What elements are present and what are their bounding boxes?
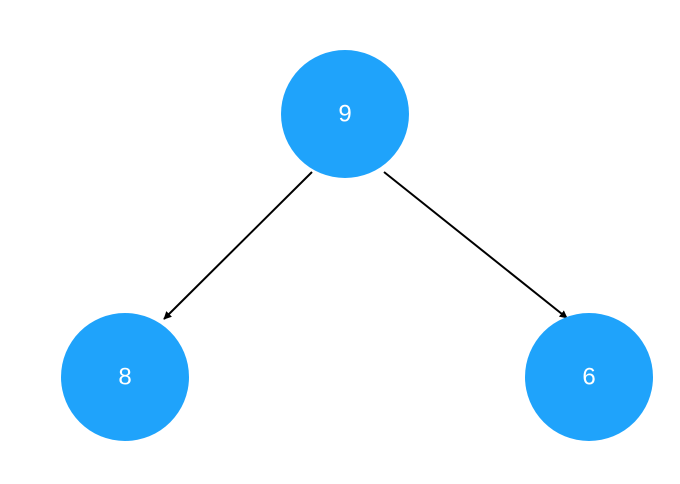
node-root: 9 bbox=[281, 50, 409, 178]
node-left-label: 8 bbox=[118, 363, 131, 390]
node-right-circle bbox=[525, 313, 653, 441]
node-left: 8 bbox=[61, 313, 189, 441]
node-right: 6 bbox=[525, 313, 653, 441]
node-root-circle bbox=[281, 50, 409, 178]
node-left-circle bbox=[61, 313, 189, 441]
edge-root-to-right bbox=[383, 171, 568, 319]
node-root-label: 9 bbox=[338, 100, 351, 127]
node-right-label: 6 bbox=[582, 363, 595, 390]
edge-root-to-left bbox=[163, 171, 313, 320]
